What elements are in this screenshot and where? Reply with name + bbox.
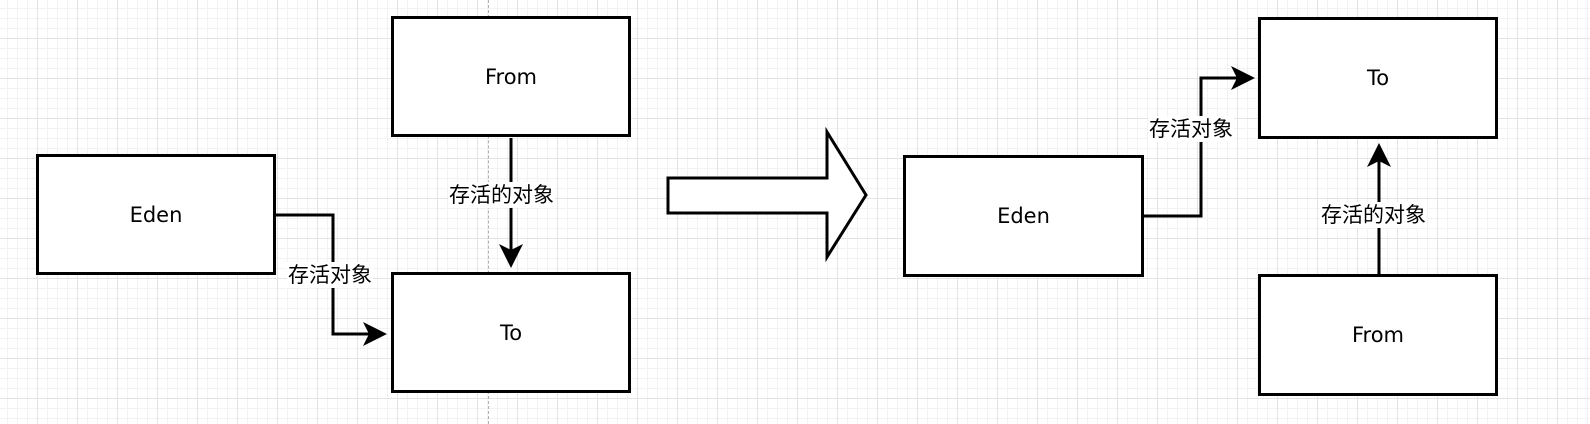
transition-arrow: [666, 126, 868, 263]
to-label-after: To: [1366, 66, 1390, 90]
from-box-before[interactable]: From: [391, 16, 631, 137]
to-label-before: To: [499, 320, 523, 345]
from-label-before: From: [484, 64, 538, 89]
to-box-before[interactable]: To: [391, 272, 631, 393]
edge-label-after-from-to: 存活的对象: [1320, 202, 1427, 228]
edge-label-before-from-to: 存活的对象: [448, 182, 555, 208]
guide-line: [488, 0, 489, 424]
eden-label-before: Eden: [129, 202, 183, 227]
edge-label-before-eden-to: 存活对象: [287, 262, 373, 288]
from-box-after[interactable]: From: [1258, 274, 1498, 396]
to-box-after[interactable]: To: [1258, 17, 1498, 139]
edge-label-after-eden-to: 存活对象: [1148, 116, 1234, 142]
eden-box-before[interactable]: Eden: [36, 154, 276, 275]
eden-box-after[interactable]: Eden: [903, 155, 1144, 277]
edge-after-eden-to: [1144, 66, 1255, 218]
from-label-after: From: [1351, 323, 1405, 347]
eden-label-after: Eden: [997, 204, 1050, 228]
